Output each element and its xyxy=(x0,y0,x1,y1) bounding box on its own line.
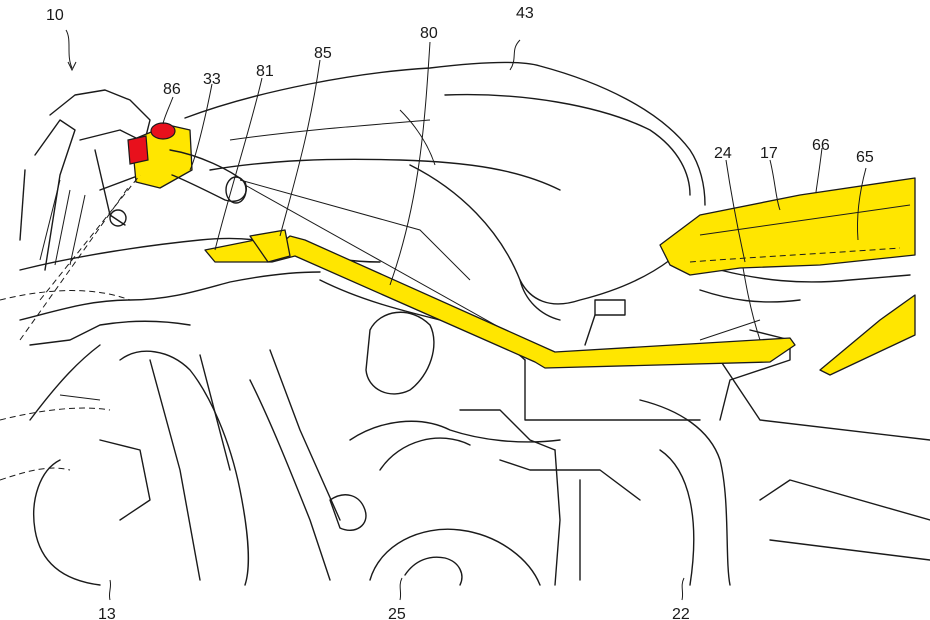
label-65: 65 xyxy=(856,149,874,166)
fuel-tank xyxy=(184,61,706,351)
label-33: 33 xyxy=(203,71,221,88)
label-24: 24 xyxy=(714,145,732,162)
front-fork xyxy=(19,89,151,271)
label-43: 43 xyxy=(516,5,534,22)
reference-numerals: 10 43 80 85 81 33 86 24 17 66 65 13 25 2… xyxy=(46,5,874,620)
grip-button-red xyxy=(150,122,176,140)
label-86: 86 xyxy=(163,81,181,98)
label-25: 25 xyxy=(388,606,406,620)
stay-bracket xyxy=(249,229,291,263)
rear-wheel-area xyxy=(369,528,541,586)
hidden-lines xyxy=(0,174,141,481)
label-81: 81 xyxy=(256,63,274,80)
label-80: 80 xyxy=(420,25,438,42)
engine xyxy=(29,344,641,586)
highlighted-components xyxy=(127,122,916,376)
label-10: 10 xyxy=(46,7,64,24)
label-85: 85 xyxy=(314,45,332,62)
rear-cowl xyxy=(659,177,916,276)
label-13: 13 xyxy=(98,606,116,620)
grip-switch-red xyxy=(127,135,149,165)
leader-lines xyxy=(65,29,867,601)
label-17: 17 xyxy=(760,145,778,162)
label-66: 66 xyxy=(812,137,830,154)
rear-side-panel xyxy=(819,294,916,376)
rear-frame xyxy=(639,249,930,586)
label-22: 22 xyxy=(672,606,690,620)
